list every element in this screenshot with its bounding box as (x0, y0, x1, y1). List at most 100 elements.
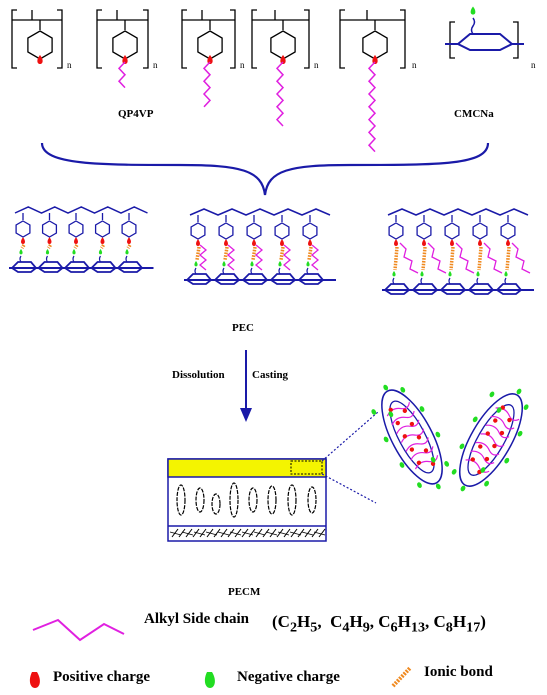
pyridine-ring (444, 222, 460, 240)
aggregate-outline (381, 389, 443, 485)
carboxymethyl-group (420, 277, 423, 285)
glucose-ring (213, 273, 241, 285)
positive-charge-icon (485, 431, 491, 436)
carboxymethyl-group (45, 255, 49, 263)
hatch-line (248, 528, 256, 538)
pyridine-ring (190, 222, 206, 240)
glucose-ring (467, 283, 495, 295)
negative-charge-icon (472, 416, 478, 423)
ionic-bond-icon (47, 244, 52, 249)
positive-charge-icon (402, 434, 408, 439)
alkyl-chain (470, 450, 495, 465)
polycation-backbone (189, 208, 331, 216)
ionic-bond-icon (477, 246, 483, 271)
positive-charge-icon (470, 457, 476, 462)
pyridine-ring (15, 220, 31, 238)
membrane-pore (176, 484, 186, 516)
negative-charge-icon (45, 249, 50, 255)
glucose-ring (269, 273, 297, 285)
negative-charge-icon (489, 391, 495, 398)
positive-charge-icon (402, 408, 408, 413)
positive-charge-icon (395, 420, 400, 426)
positive-charge-label: Positive charge (53, 669, 151, 685)
ionic-bond-icon (195, 246, 201, 261)
pyridine-ring (27, 30, 53, 60)
carboxymethyl-group (476, 277, 479, 285)
pyridine-ring (388, 222, 404, 240)
alkyl-chain (427, 242, 447, 274)
hatch-line (178, 528, 186, 538)
qp4vp-unit (251, 9, 310, 127)
ionic-bond-icon (279, 246, 285, 261)
positive-charge-icon (506, 239, 510, 246)
carboxymethyl-group (222, 267, 225, 275)
positive-charge-icon (394, 239, 398, 246)
negative-charge-icon (388, 411, 394, 418)
glucose-ring (241, 273, 269, 285)
hatch-line (241, 531, 254, 536)
negative-charge-icon (420, 271, 424, 277)
cmcna-label: CMCNa (454, 108, 494, 120)
positive-charge-icon (122, 55, 128, 64)
negative-charge-icon (194, 261, 198, 267)
negative-charge-icon (19, 249, 23, 255)
ionic-bond-icon (307, 246, 313, 261)
alkyl-chain (455, 242, 475, 274)
hatch-line (192, 528, 200, 538)
positive-charge-icon (409, 421, 415, 427)
negative-charge-icon (435, 483, 441, 490)
positive-charge-icon (493, 418, 498, 423)
pyridine-ring (218, 222, 234, 240)
positive-charge-icon (37, 55, 43, 64)
ionic-bond-icon (449, 246, 455, 271)
alkyl-chain (410, 446, 434, 461)
curly-brace-icon (40, 142, 490, 196)
negative-charge-icon (98, 249, 103, 255)
positive-charge-icon (430, 461, 436, 466)
negative-charge-icon (448, 271, 452, 277)
aggregate-particle-1 (371, 384, 450, 490)
ionic-bond-label: Ionic bond (424, 664, 493, 680)
hatch-line (227, 528, 235, 538)
glucose-ring (495, 283, 523, 295)
negative-charge-icon (278, 261, 282, 267)
negative-charge-icon (72, 249, 76, 255)
hatch-line (269, 528, 277, 538)
glucose-ring (10, 261, 38, 273)
repeat-n-2: n (153, 60, 158, 70)
carboxymethyl-group (125, 255, 128, 263)
casting-label: Casting (252, 369, 289, 381)
glucose-ring (383, 283, 411, 295)
negative-charge-icon (383, 436, 389, 443)
positive-charge-icon (47, 237, 52, 244)
membrane-top-layer (167, 458, 327, 478)
bracket (230, 9, 236, 69)
bracket (304, 9, 310, 69)
negative-charge-icon (400, 386, 406, 393)
pyridine-ring (362, 30, 388, 60)
positive-charge-icon (388, 407, 393, 412)
negative-charge-icon (222, 261, 226, 267)
positive-charge-icon (492, 443, 497, 449)
pyridine-ring (94, 220, 111, 238)
hatch-line (185, 528, 193, 538)
pyridine-ring (197, 30, 223, 60)
alkyl-chain (226, 244, 236, 271)
alkyl-chain (117, 61, 127, 89)
hatch-line (311, 528, 319, 538)
negative-charge-icon (430, 456, 436, 463)
qp4vp-unit (339, 9, 406, 153)
positive-charge-icon (372, 55, 378, 64)
pyridine-ring (246, 222, 262, 240)
qp4vp-monomers (11, 9, 406, 153)
positive-charge-icon (416, 460, 422, 465)
membrane-support-layer (169, 528, 326, 538)
ionic-bond-icon (393, 246, 399, 271)
bracket (339, 9, 345, 69)
membrane-pore (195, 487, 205, 513)
hatch-line (304, 528, 312, 538)
pyridine-ring (41, 220, 58, 238)
hatch-line (253, 531, 266, 536)
pyridine-ring (121, 220, 137, 238)
